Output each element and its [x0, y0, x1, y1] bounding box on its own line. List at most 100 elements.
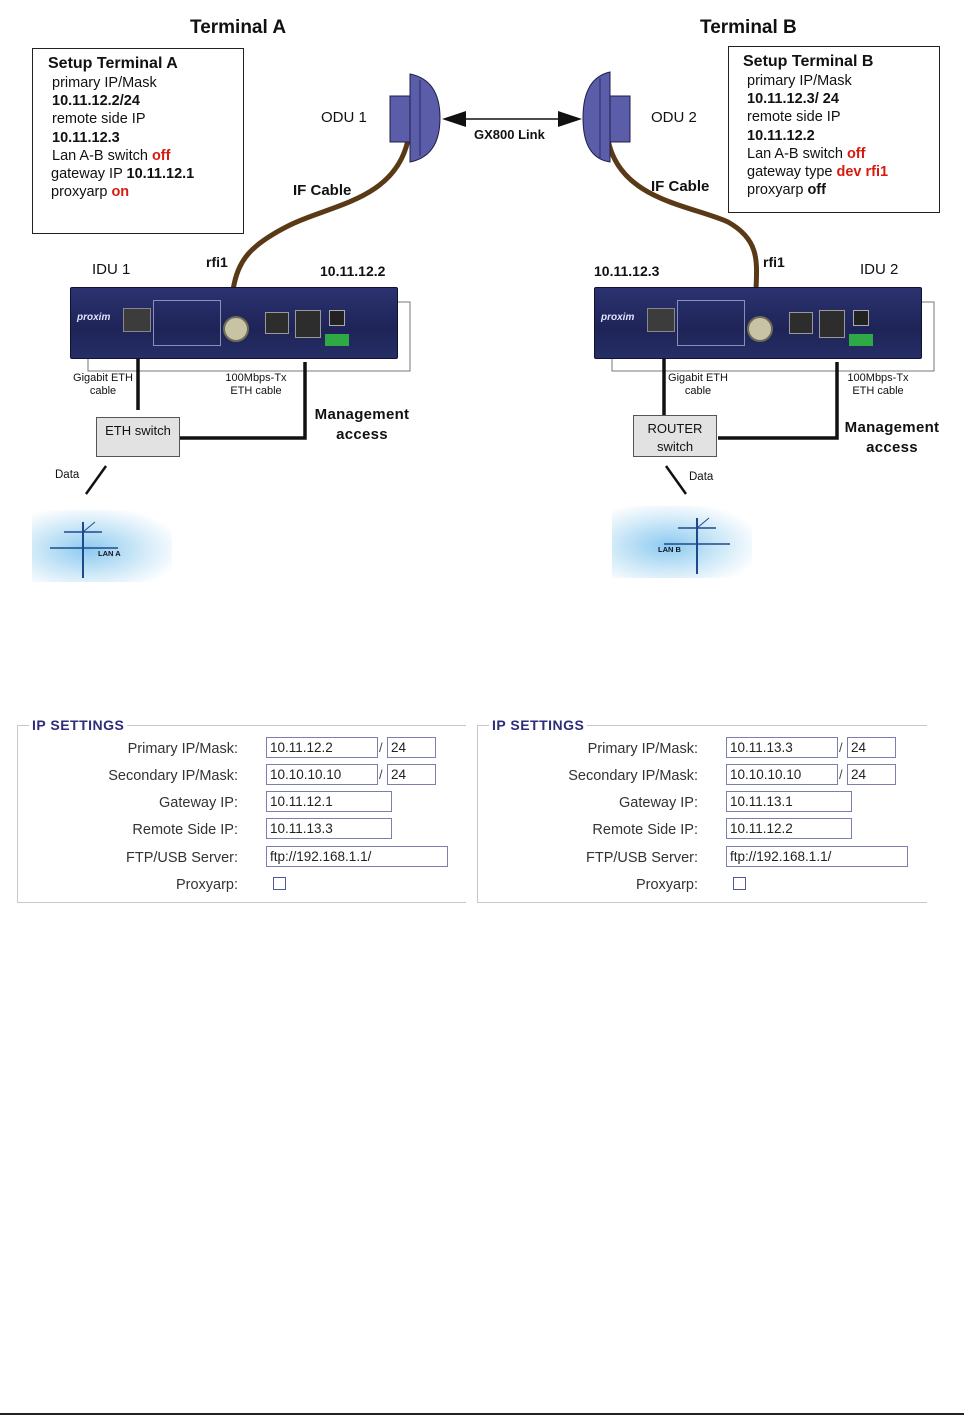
setup-a-primary-value: 10.11.12.2/24: [52, 93, 140, 110]
odu-2-label: ODU 2: [651, 109, 697, 126]
idu-1-terminal-block: [325, 334, 349, 346]
ip-b-primary-label: Primary IP/Mask:: [587, 741, 698, 757]
setup-a-proxyarp: proxyarp on: [51, 184, 130, 201]
setup-a-gateway: gateway IP 10.11.12.1: [51, 166, 195, 183]
idu-1-slot: [153, 300, 221, 346]
ip-a-secondary-slash: /: [379, 767, 383, 782]
mgmt-cable-b-label: 100Mbps-Tx ETH cable: [847, 372, 909, 397]
ip-b-primary-mask-input[interactable]: 24: [847, 737, 896, 758]
idu-2-logo: proxim: [601, 312, 635, 323]
odu-1-label: ODU 1: [321, 109, 367, 126]
ip-a-remote-label: Remote Side IP:: [132, 822, 238, 838]
data-a-label: Data: [55, 469, 80, 481]
lan-a-label: LAN A: [98, 549, 121, 558]
idu-2-port-2: [819, 310, 845, 338]
link-label: GX800 Link: [474, 127, 545, 142]
ip-b-primary-ip-input[interactable]: 10.11.13.3: [726, 737, 838, 758]
if-cable-a: [230, 139, 411, 291]
rfi-b-label: rfi1: [763, 254, 785, 270]
idu-2-ip: 10.11.12.3: [594, 263, 660, 279]
idu-2-outline: [611, 301, 935, 372]
if-cable-a-label: IF Cable: [293, 182, 352, 199]
mgmt-cable-a-label: 100Mbps-Tx ETH cable: [225, 372, 287, 397]
idu-1-outline: [87, 301, 411, 372]
ip-b-remote-input[interactable]: 10.11.12.2: [726, 818, 852, 839]
setup-a-remote-value: 10.11.12.3: [52, 129, 120, 146]
gig-cable-a-label: Gigabit ETH cable: [73, 372, 133, 397]
gig-cable-b-label: Gigabit ETH cable: [668, 372, 728, 397]
idu-2-port-1: [789, 312, 813, 334]
idu-1-usb: [329, 310, 345, 326]
ip-a-proxyarp-checkbox[interactable]: [273, 877, 286, 890]
idu-2-terminal-block: [849, 334, 873, 346]
setup-b-gateway: gateway type dev rfi1: [747, 164, 889, 181]
ip-a-ftp-input[interactable]: ftp://192.168.1.1/: [266, 846, 448, 867]
ip-a-primary-mask-input[interactable]: 24: [387, 737, 436, 758]
ip-b-secondary-label: Secondary IP/Mask:: [568, 768, 698, 784]
ip-settings-b-legend: IP SETTINGS: [489, 717, 588, 733]
lan-a-antenna-icon: [50, 521, 118, 578]
idu-1-port-1: [265, 312, 289, 334]
setup-b-primary-label: primary IP/Mask: [747, 73, 852, 89]
ip-b-ftp-label: FTP/USB Server:: [586, 850, 698, 866]
setup-b-remote-value: 10.11.12.2: [747, 127, 815, 144]
ip-b-secondary-slash: /: [839, 767, 843, 782]
idu-2-device: proxim: [594, 287, 922, 359]
idu-2-label: IDU 2: [860, 261, 899, 278]
ip-a-secondary-ip-input[interactable]: 10.10.10.10: [266, 764, 378, 785]
idu-2-if-connector: [747, 316, 773, 342]
ip-a-primary-slash: /: [379, 740, 383, 755]
setup-terminal-b-box: Setup Terminal B primary IP/Mask 10.11.1…: [728, 46, 940, 213]
ip-a-remote-input[interactable]: 10.11.13.3: [266, 818, 392, 839]
idu-1-device: proxim: [70, 287, 398, 359]
idu-2-gig-port: [647, 308, 675, 332]
ip-b-gateway-label: Gateway IP:: [619, 795, 698, 811]
ip-b-ftp-input[interactable]: ftp://192.168.1.1/: [726, 846, 908, 867]
link-arrow: [442, 111, 582, 127]
eth-switch-a: ETH switch: [96, 417, 180, 457]
ip-a-primary-ip-input[interactable]: 10.11.12.2: [266, 737, 378, 758]
idu-1-ip: 10.11.12.2: [320, 263, 386, 279]
ip-settings-panel-a: [17, 725, 466, 903]
setup-b-proxyarp: proxyarp off: [747, 182, 826, 199]
setup-a-remote-label: remote side IP: [52, 111, 146, 128]
lan-b-label: LAN B: [658, 545, 681, 554]
ip-a-gateway-label: Gateway IP:: [159, 795, 238, 811]
ip-b-proxyarp-checkbox[interactable]: [733, 877, 746, 890]
page-bottom-rule: [0, 1413, 964, 1415]
ip-b-secondary-ip-input[interactable]: 10.10.10.10: [726, 764, 838, 785]
setup-a-lan-switch: Lan A-B switch off: [52, 147, 171, 164]
setup-b-lan-switch: Lan A-B switch off: [747, 145, 866, 162]
ip-b-proxyarp-label: Proxyarp:: [635, 877, 698, 893]
ip-b-gateway-input[interactable]: 10.11.13.1: [726, 791, 852, 812]
mgmt-access-b-label: Management access: [844, 419, 940, 456]
setup-a-heading: Setup Terminal A: [48, 55, 178, 72]
idu-2-slot: [677, 300, 745, 346]
ip-a-ftp-label: FTP/USB Server:: [126, 850, 238, 866]
odu-1-icon: [389, 73, 441, 163]
idu-1-if-connector: [223, 316, 249, 342]
ip-a-primary-label: Primary IP/Mask:: [127, 741, 238, 757]
rfi-a-label: rfi1: [206, 254, 228, 270]
mgmt-access-a-label: Management access: [314, 406, 410, 443]
ip-a-gateway-input[interactable]: 10.11.12.1: [266, 791, 392, 812]
data-b-label: Data: [689, 471, 714, 483]
ip-b-remote-label: Remote Side IP:: [592, 822, 698, 838]
setup-b-primary-value: 10.11.12.3/ 24: [747, 91, 839, 108]
idu-1-logo: proxim: [77, 312, 111, 323]
ip-settings-a-legend: IP SETTINGS: [29, 717, 128, 733]
terminal-b-title: Terminal B: [700, 17, 797, 38]
odu-2-icon: [582, 71, 631, 163]
idu-1-label: IDU 1: [92, 261, 131, 278]
idu-1-gig-port: [123, 308, 151, 332]
idu-1-port-2: [295, 310, 321, 338]
ip-a-proxyarp-label: Proxyarp:: [175, 877, 238, 893]
network-diagram-lines: [50, 71, 935, 578]
ip-b-secondary-mask-input[interactable]: 24: [847, 764, 896, 785]
terminal-a-title: Terminal A: [190, 17, 287, 38]
ip-a-secondary-mask-input[interactable]: 24: [387, 764, 436, 785]
ip-settings-panel-b: [477, 725, 927, 903]
router-switch-b: ROUTER switch: [633, 415, 717, 457]
ip-b-primary-slash: /: [839, 740, 843, 755]
setup-terminal-a-box: Setup Terminal A primary IP/Mask 10.11.1…: [32, 48, 244, 234]
